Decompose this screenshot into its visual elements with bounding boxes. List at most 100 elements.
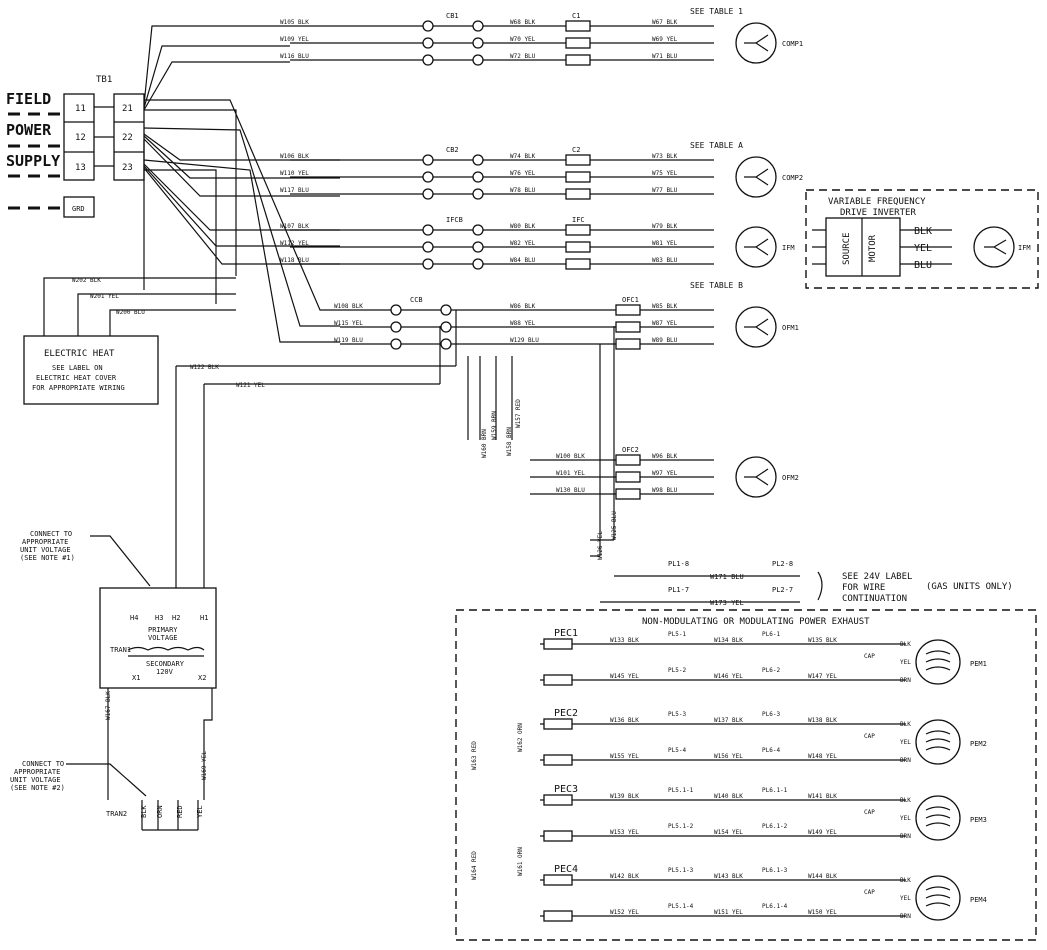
lead-label: BLK xyxy=(900,797,911,804)
transformer-tran2: CONNECT TO APPROPRIATE UNIT VOLTAGE (SEE… xyxy=(10,760,204,831)
wire-label: W149 YEL xyxy=(808,829,837,836)
wire-label: W80 BLK xyxy=(510,223,536,230)
pec-label: PEC2 xyxy=(554,708,578,719)
vfd-motor-name: IFM xyxy=(1018,244,1031,252)
contactor-icon xyxy=(565,37,591,49)
breaker-terminal-icon xyxy=(472,54,484,66)
tran1-x2: X2 xyxy=(198,674,206,682)
wire-label: W69 YEL xyxy=(652,36,678,43)
tran1-x1: X1 xyxy=(132,674,140,682)
wire-label: W109 YEL xyxy=(280,36,309,43)
wire-w164: W164 RED xyxy=(471,851,478,880)
pec-label: PEC1 xyxy=(554,628,578,639)
wire-label: W100 BLK xyxy=(556,453,585,460)
pem-name: PEM2 xyxy=(970,740,987,748)
wire-label: W143 BLK xyxy=(714,873,743,880)
wire-label: W154 YEL xyxy=(714,829,743,836)
ground-terminal xyxy=(63,196,95,218)
tran2-note-3: UNIT VOLTAGE xyxy=(10,776,61,784)
breaker-terminal-icon xyxy=(472,188,484,200)
wire-w173: W173 YEL xyxy=(710,599,744,607)
label-24v-1: SEE 24V LABEL xyxy=(842,572,912,582)
breaker-terminal-icon xyxy=(472,171,484,183)
contactor-label: C1 xyxy=(572,12,580,20)
breaker-terminal-icon xyxy=(422,20,434,32)
wire-label: W77 BLU xyxy=(652,187,678,194)
tran1-box xyxy=(99,587,217,689)
yel-lead-label: YEL xyxy=(900,739,911,746)
wire-label: W145 YEL xyxy=(610,673,639,680)
wire-label: W105 BLK xyxy=(280,19,309,26)
contactor-icon xyxy=(565,154,591,166)
pem-motor-icon xyxy=(915,795,961,841)
motor-name: COMP1 xyxy=(782,40,803,48)
vfd-box: VARIABLE FREQUENCY DRIVE INVERTER SOURCE… xyxy=(805,189,1039,289)
motor-winding xyxy=(744,238,769,256)
tran2-yel: YEL xyxy=(196,805,204,818)
tran1-secondary-1: SECONDARY xyxy=(146,660,185,668)
wire-label: W88 YEL xyxy=(510,320,536,327)
wire-w167: W167 BLK xyxy=(105,691,112,720)
motor-winding xyxy=(744,468,769,486)
contactor-label: OFC1 xyxy=(622,296,639,304)
wire-w159: W159 BRN xyxy=(491,411,498,440)
tb1-terminal-21: 21 xyxy=(122,104,133,114)
electric-heat-note-3: FOR APPROPRIATE WIRING xyxy=(32,384,125,392)
wire-w158: W158 BRN xyxy=(506,427,513,456)
yel-lead-label: YEL xyxy=(900,895,911,902)
wire-label: W71 BLU xyxy=(652,53,678,60)
breaker-label: CCB xyxy=(410,296,423,304)
wire-label: W73 BLK xyxy=(652,153,678,160)
breaker-terminal-icon xyxy=(472,154,484,166)
pec-contact-icon xyxy=(543,830,573,842)
pec-contact-icon xyxy=(543,874,573,886)
wire-label: W81 YEL xyxy=(652,240,678,247)
breaker-terminal-icon xyxy=(472,20,484,32)
vfd-title-1: VARIABLE FREQUENCY xyxy=(828,197,926,207)
contactor-icon xyxy=(565,241,591,253)
tb1-terminal-12: 12 xyxy=(75,133,86,143)
wire-label: W97 YEL xyxy=(652,470,678,477)
tran1-primary-2: VOLTAGE xyxy=(148,634,178,642)
wire-label: W155 YEL xyxy=(610,753,639,760)
wire-label: W148 YEL xyxy=(808,753,837,760)
wire-label: W78 BLU xyxy=(510,187,536,194)
cap-label: CAP xyxy=(864,809,875,816)
lead-label: BLK xyxy=(900,877,911,884)
breaker-terminal-icon xyxy=(422,224,434,236)
power-exhaust-box xyxy=(455,609,1037,941)
wire-label: W138 BLK xyxy=(808,717,837,724)
field-power-supply: FIELD POWER SUPPLY TB1 11 12 13 21 22 23… xyxy=(6,25,340,343)
tran1-note-3: UNIT VOLTAGE xyxy=(20,546,71,554)
lead-label: BLK xyxy=(900,721,911,728)
motor-note: SEE TABLE 1 xyxy=(690,7,743,16)
plug-label: PL6-4 xyxy=(762,747,780,754)
breaker-terminal-icon xyxy=(440,338,452,350)
wire-label: W130 BLU xyxy=(556,487,585,494)
wire-label: W118 BLU xyxy=(280,257,309,264)
plug-label: PL6-3 xyxy=(762,711,780,718)
breaker-terminal-icon xyxy=(390,321,402,333)
contactor-icon xyxy=(615,338,641,350)
vfd-inverter xyxy=(825,217,901,277)
motor-name: OFM1 xyxy=(782,324,799,332)
tran2-orn: ORN xyxy=(156,805,164,818)
wire-w171: W171 BLU xyxy=(710,573,744,581)
tran2-red: RED xyxy=(176,805,184,818)
wire-w202: W202 BLK xyxy=(72,277,101,284)
pem-winding xyxy=(925,806,951,827)
lead-label: BRN xyxy=(900,677,911,684)
pem-winding xyxy=(925,886,951,907)
plug-label: PL5-2 xyxy=(668,667,686,674)
wire-label: W156 YEL xyxy=(714,753,743,760)
wire-label: W153 YEL xyxy=(610,829,639,836)
contactor-icon xyxy=(615,488,641,500)
vfd-lead-blk: BLK xyxy=(914,226,932,237)
wire-label: W119 BLU xyxy=(334,337,363,344)
wire-label: W140 BLK xyxy=(714,793,743,800)
